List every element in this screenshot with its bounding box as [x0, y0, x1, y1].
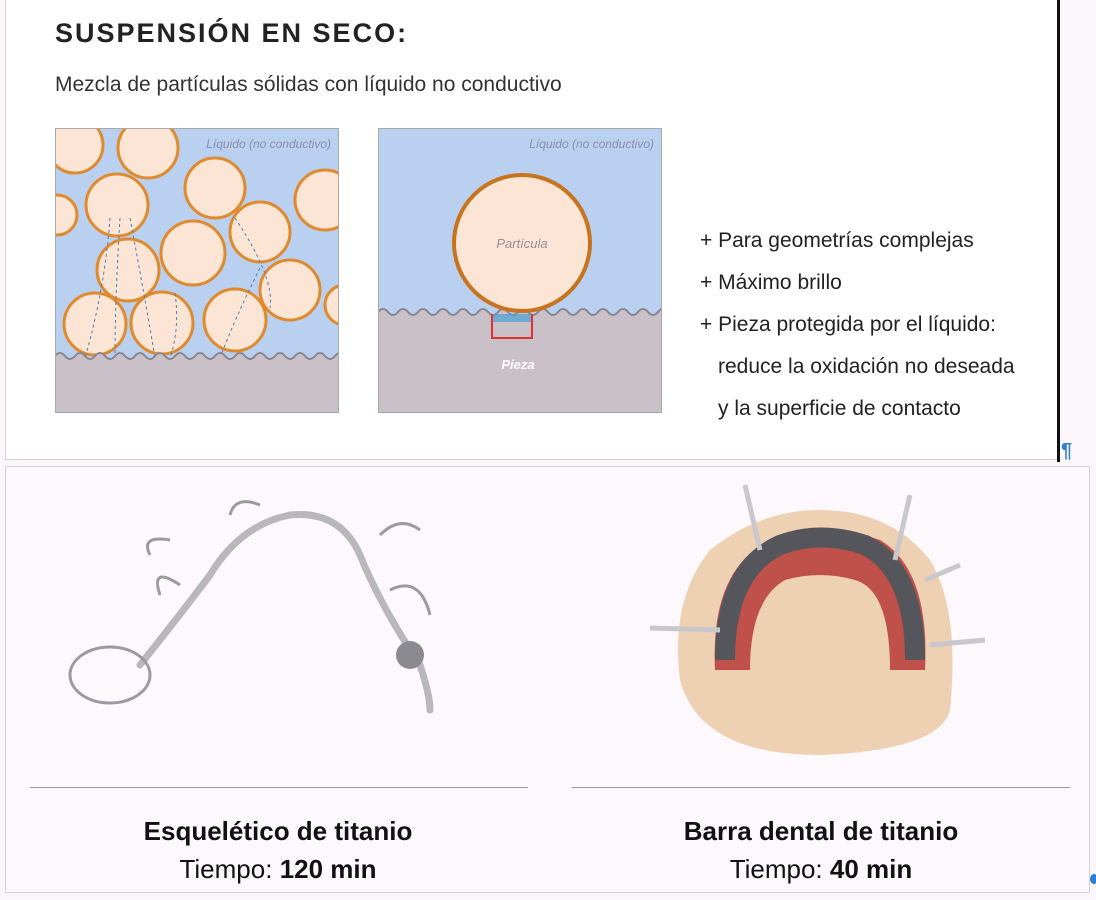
item-name: Esquelético de titanio	[143, 816, 413, 846]
caption-skeleton: Esquelético de titanio Tiempo: 120 min	[48, 812, 508, 888]
bullet-item: + Máximo brillo	[700, 271, 842, 294]
text-cursor-line	[1057, 0, 1060, 462]
liquid-label: Líquido (no conductivo)	[206, 137, 331, 151]
page-title: SUSPENSIÓN EN SECO:	[55, 18, 409, 48]
time-label: Tiempo:	[729, 854, 823, 884]
caption-dental-bar: Barra dental de titanio Tiempo: 40 min	[591, 812, 1051, 888]
titanium-skeleton-image	[68, 500, 434, 714]
bullet-item: reduce la oxidación no deseada	[718, 355, 1015, 378]
cursor-dot	[1090, 874, 1096, 884]
divider	[30, 787, 528, 788]
bullet-item: + Para geometrías complejas	[700, 229, 974, 252]
liquid-label: Líquido (no conductivo)	[529, 137, 654, 151]
piece-label: Pieza	[501, 357, 534, 372]
item-name: Barra dental de titanio	[683, 816, 959, 846]
dental-bar-image	[649, 484, 986, 755]
diagram-single-particle: Partícula Pieza Líquido (no conductivo)	[378, 128, 662, 413]
pilcrow-mark: ¶	[1061, 440, 1073, 462]
benefits-list: + Para geometrías complejas + Máximo bri…	[700, 220, 1015, 430]
subtitle: Mezcla de partículas sólidas con líquido…	[55, 73, 562, 96]
time-value: 120 min	[279, 854, 377, 884]
diagram-multi-particle: Líquido (no conductivo)	[55, 128, 339, 413]
particle-label: Partícula	[496, 236, 547, 251]
divider	[572, 787, 1070, 788]
bullet-item: y la superficie de contacto	[718, 397, 961, 420]
time-value: 40 min	[829, 854, 913, 884]
time-label: Tiempo:	[179, 854, 273, 884]
bullet-item: + Pieza protegida por el líquido:	[700, 313, 996, 336]
